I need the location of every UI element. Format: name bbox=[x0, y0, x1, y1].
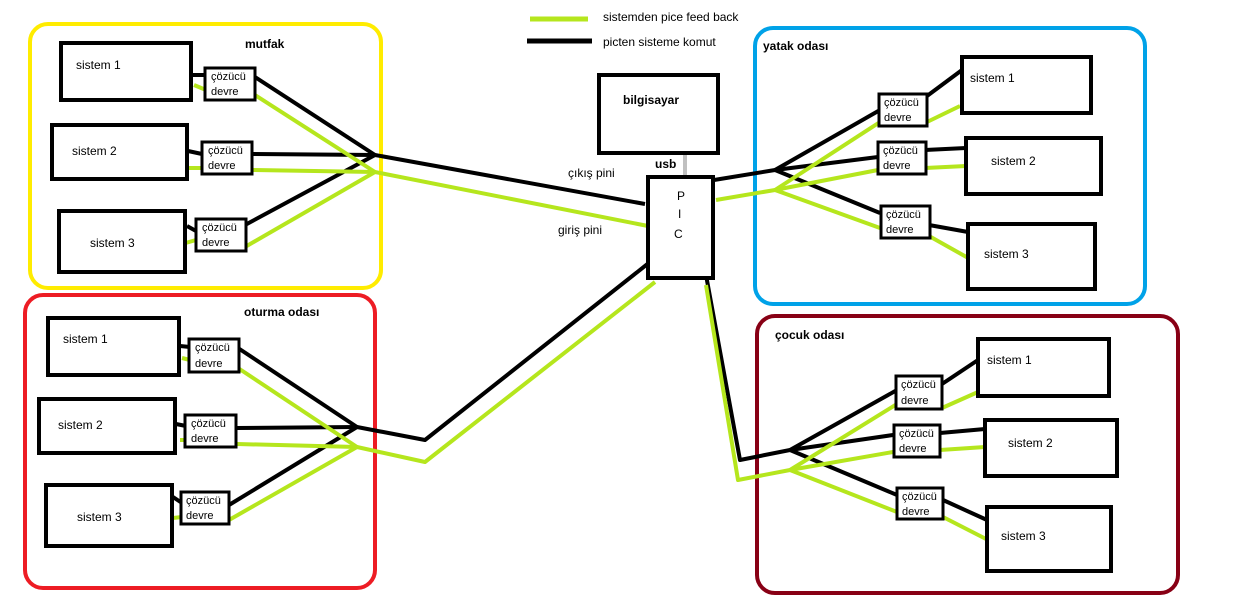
room-oturma: sistem 1 sistem 2 sistem 3 çözücü devre … bbox=[37, 316, 241, 548]
room-cocuk: sistem 1 sistem 2 sistem 3 çözücü devre … bbox=[892, 337, 1119, 573]
decoder-label-line2: devre bbox=[899, 443, 927, 455]
room-title-mutfak: mutfak bbox=[245, 37, 285, 51]
feedback-wiring bbox=[172, 83, 989, 542]
decoder-label-line1: çözücü bbox=[202, 222, 237, 234]
pic-letter-p: P bbox=[677, 189, 685, 203]
decoder-label-line1: çözücü bbox=[886, 209, 921, 221]
decoder-box bbox=[187, 337, 241, 374]
decoder-label-line1: çözücü bbox=[902, 491, 937, 503]
system-box bbox=[983, 418, 1119, 478]
room-frame-cocuk bbox=[755, 314, 1180, 595]
system-box bbox=[966, 222, 1097, 291]
computer-label: bilgisayar bbox=[623, 93, 679, 107]
system-label: sistem 2 bbox=[72, 144, 117, 158]
decoder-box bbox=[194, 217, 248, 253]
legend-command-label: picten sisteme komut bbox=[603, 35, 716, 49]
system-label: sistem 2 bbox=[1008, 436, 1053, 450]
system-box bbox=[964, 136, 1103, 196]
room-frame-yatak bbox=[753, 26, 1147, 306]
decoder-label-line1: çözücü bbox=[884, 97, 919, 109]
decoder-box bbox=[200, 140, 254, 176]
decoder-label-line2: devre bbox=[902, 506, 930, 518]
decoder-label-line1: çözücü bbox=[191, 418, 226, 430]
system-box bbox=[37, 397, 177, 455]
decoder-box bbox=[892, 423, 942, 459]
system-label: sistem 1 bbox=[76, 58, 121, 72]
decoder-label-line1: çözücü bbox=[208, 145, 243, 157]
system-box bbox=[985, 505, 1113, 573]
decoder-label-line2: devre bbox=[208, 160, 236, 172]
decoder-label-line2: devre bbox=[883, 160, 911, 172]
decoder-box bbox=[876, 140, 928, 176]
decoder-box bbox=[203, 66, 257, 102]
system-label: sistem 3 bbox=[90, 236, 135, 250]
pic-box bbox=[646, 175, 715, 280]
system-label: sistem 1 bbox=[987, 353, 1032, 367]
system-label: sistem 2 bbox=[58, 418, 103, 432]
system-label: sistem 3 bbox=[77, 510, 122, 524]
pic-letter-c: C bbox=[674, 227, 683, 241]
room-frame-oturma bbox=[23, 293, 377, 590]
decoder-label-line2: devre bbox=[886, 224, 914, 236]
decoder-label-line1: çözücü bbox=[883, 145, 918, 157]
decoder-box bbox=[179, 490, 231, 526]
decoder-label-line1: çözücü bbox=[186, 495, 221, 507]
pic-letter-i: I bbox=[678, 207, 681, 221]
decoder-label-line2: devre bbox=[191, 433, 219, 445]
system-box bbox=[976, 337, 1111, 398]
decoder-box bbox=[877, 92, 929, 128]
legend-feedback-label: sistemden pice feed back bbox=[603, 10, 739, 24]
system-box bbox=[50, 123, 189, 181]
decoder-label-line2: devre bbox=[202, 237, 230, 249]
system-box bbox=[960, 55, 1093, 115]
decoder-label-line2: devre bbox=[884, 112, 912, 124]
system-box bbox=[57, 209, 187, 274]
input-pin-label: giriş pini bbox=[558, 223, 602, 237]
computer-box bbox=[597, 73, 720, 155]
room-mutfak: sistem 1 sistem 2 sistem 3 çözücü devre … bbox=[50, 41, 257, 274]
decoder-label-line1: çözücü bbox=[899, 428, 934, 440]
decoder-label-line2: devre bbox=[211, 86, 239, 98]
decoder-box bbox=[895, 486, 945, 521]
system-label: sistem 1 bbox=[63, 332, 108, 346]
room-title-cocuk: çocuk odası bbox=[775, 328, 844, 342]
legend: sistemden pice feed back picten sisteme … bbox=[527, 10, 739, 49]
decoder-box bbox=[183, 413, 238, 449]
room-yatak: sistem 1 sistem 2 sistem 3 çözücü devre … bbox=[876, 55, 1103, 291]
decoder-label-line1: çözücü bbox=[901, 379, 936, 391]
usb-label: usb bbox=[655, 157, 676, 171]
decoder-label-line2: devre bbox=[186, 510, 214, 522]
room-title-yatak: yatak odası bbox=[763, 39, 828, 53]
system-box bbox=[46, 316, 181, 377]
system-label: sistem 3 bbox=[984, 247, 1029, 261]
room-title-oturma: oturma odası bbox=[244, 305, 319, 319]
system-label: sistem 2 bbox=[991, 154, 1036, 168]
system-box bbox=[59, 41, 193, 102]
decoder-box bbox=[894, 374, 944, 411]
decoder-label-line2: devre bbox=[901, 395, 929, 407]
system-label: sistem 1 bbox=[970, 71, 1015, 85]
system-label: sistem 3 bbox=[1001, 529, 1046, 543]
output-pin-label: çıkış pini bbox=[568, 166, 615, 180]
decoder-box bbox=[879, 204, 932, 240]
system-box bbox=[44, 483, 174, 548]
decoder-label-line1: çözücü bbox=[211, 71, 246, 83]
decoder-label-line1: çözücü bbox=[195, 342, 230, 354]
decoder-label-line2: devre bbox=[195, 358, 223, 370]
